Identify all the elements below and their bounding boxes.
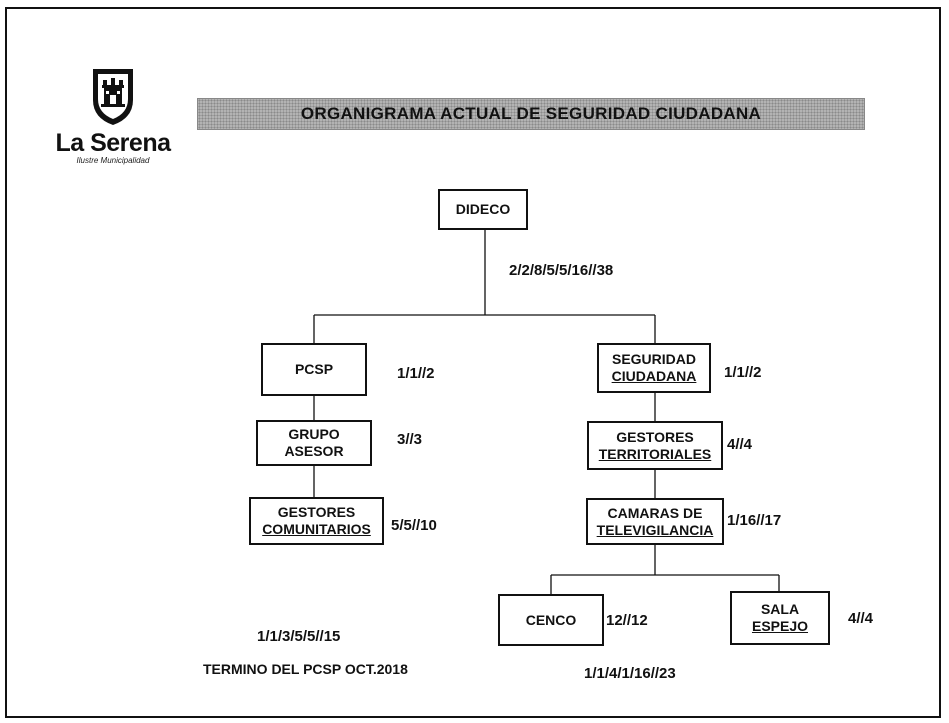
coat-of-arms-icon [93,69,133,125]
seguridad-count: 1/1//2 [724,364,762,381]
dideco-count: 2/2/8/5/5/16//38 [509,262,614,279]
node-camaras-line1: CAMARAS DE [607,504,703,521]
node-cenco: CENCO [498,594,604,646]
node-cenco-label: CENCO [525,611,577,628]
node-gestores-territoriales: GESTORES TERRITORIALES [587,421,723,470]
node-camaras-line2: TELEVIGILANCIA [596,521,714,538]
right-total: 1/1/4/1/16//23 [584,665,676,682]
node-sala-espejo-line1: SALA [760,601,800,617]
node-gestores-comunitarios-line1: GESTORES [277,504,356,520]
grupo-asesor-count: 3//3 [397,431,423,448]
logo-name: La Serena [55,129,171,157]
node-seguridad-ciudadana: SEGURIDAD CIUDADANA [597,343,711,393]
title-bar: ORGANIGRAMA ACTUAL DE SEGURIDAD CIUDADAN… [197,98,865,130]
node-grupo-asesor: GRUPO ASESOR [256,420,372,466]
logo-subtitle: Ilustre Municipalidad [76,156,150,165]
territoriales-count: 4//4 [727,436,753,453]
cenco-count: 12//12 [606,612,648,629]
node-grupo-asesor-line1: GRUPO [288,426,340,442]
node-gestores-comunitarios: GESTORES COMUNITARIOS [249,497,384,545]
node-grupo-asesor-line2: ASESOR [284,443,344,459]
node-sala-espejo: SALA ESPEJO [730,591,830,645]
pcsp-count: 1/1//2 [397,365,435,382]
left-note: TERMINO DEL PCSP OCT.2018 [203,661,408,677]
la-serena-logo: La Serena Ilustre Municipalidad [48,66,178,165]
node-camaras-televigilancia: CAMARAS DE TELEVIGILANCIA [586,498,724,545]
gestores-comunitarios-count: 5/5//10 [391,517,437,534]
node-pcsp-label: PCSP [294,361,334,377]
sala-espejo-count: 4//4 [848,610,874,627]
node-territoriales-line1: GESTORES [616,428,694,445]
node-dideco-label: DIDECO [455,201,511,217]
slide-frame [5,7,941,718]
camaras-count: 1/16//17 [727,512,782,529]
node-gestores-comunitarios-line2: COMUNITARIOS [262,521,371,537]
node-dideco: DIDECO [438,189,528,230]
node-seguridad-line2: CIUDADANA [611,368,697,384]
left-total: 1/1/3/5/5//15 [257,628,341,645]
node-seguridad-line1: SEGURIDAD [611,351,696,367]
node-sala-espejo-line2: ESPEJO [751,618,809,634]
node-territoriales-line2: TERRITORIALES [598,445,712,462]
diagram-title: ORGANIGRAMA ACTUAL DE SEGURIDAD CIUDADAN… [300,104,762,123]
node-pcsp: PCSP [261,343,367,396]
